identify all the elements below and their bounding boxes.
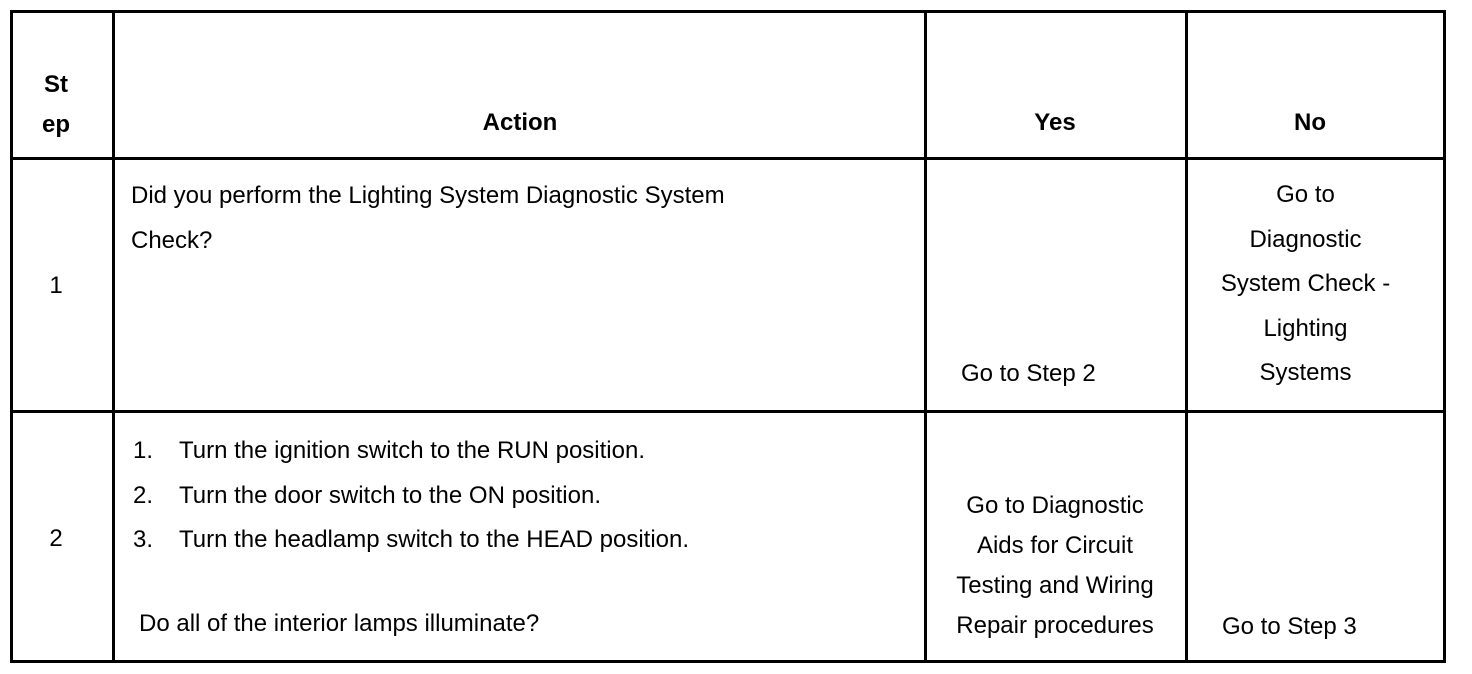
list-item-text: Turn the ignition switch to the RUN posi… (179, 437, 645, 464)
list-item-number: 2. (133, 482, 154, 509)
column-divider (1185, 13, 1188, 660)
row2-yes-line: Aids for Circuit (976, 532, 1134, 559)
row2-no: Go to Step 3 (1222, 613, 1357, 640)
list-item-number: 3. (133, 526, 154, 553)
list-item-number: 1. (133, 437, 154, 464)
row2-step: 2 (49, 525, 63, 552)
header-yes: Yes (1034, 109, 1076, 136)
row2-action-question: Do all of the interior lamps illuminate? (139, 610, 540, 637)
row1-no-line: Diagnostic (1249, 225, 1362, 253)
row-divider (13, 410, 1443, 413)
header-no: No (1294, 109, 1326, 136)
row2-yes-line: Repair procedures (956, 612, 1154, 639)
diagnostic-table (10, 10, 1446, 663)
header-step-line2: ep (41, 111, 70, 138)
header-action: Action (482, 109, 558, 136)
row1-no-line: Lighting (1263, 314, 1348, 342)
row1-no-line: Go to (1276, 181, 1335, 208)
row1-action-line2: Check? (131, 227, 213, 254)
row1-no-line: Systems (1259, 359, 1352, 386)
column-divider (924, 13, 927, 660)
header-step-line1: St (44, 71, 68, 98)
list-item-text: Turn the door switch to the ON position. (179, 482, 601, 509)
row1-no: Go to Diagnostic System Check - Lighting… (1187, 173, 1424, 396)
list-item-text: Turn the headlamp switch to the HEAD pos… (179, 526, 690, 553)
column-divider (112, 13, 115, 660)
row1-no-line: System Check - (1220, 270, 1391, 297)
row1-step: 1 (49, 272, 63, 299)
row1-yes: Go to Step 2 (961, 360, 1096, 387)
row2-yes: Go to Diagnostic Aids for Circuit Testin… (930, 486, 1180, 646)
row-divider (13, 157, 1443, 160)
row1-action-line1: Did you perform the Lighting System Diag… (131, 182, 725, 209)
row2-yes-line: Go to Diagnostic (966, 492, 1144, 519)
row2-yes-line: Testing and Wiring (956, 572, 1154, 599)
